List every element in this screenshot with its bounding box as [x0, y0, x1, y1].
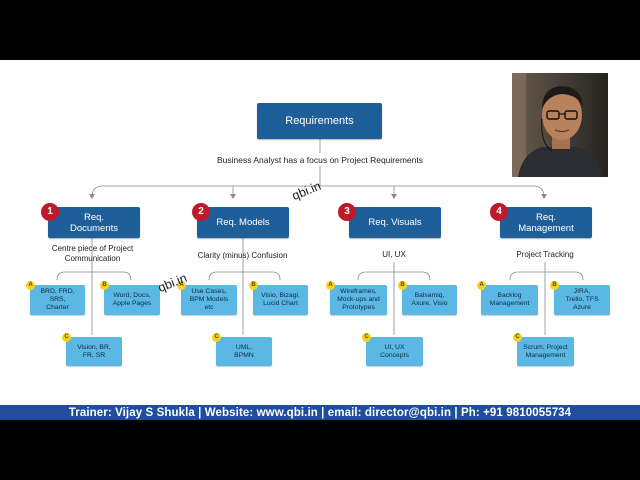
branch-1-item-a: BRD, FRD, SRS, Charter: [30, 285, 85, 315]
branch-3-badge-b: B: [398, 281, 407, 290]
branch-1-item-a-line1: BRD, FRD,: [40, 288, 75, 295]
branch-4-badge-b: B: [550, 281, 559, 290]
branch-2-description: Clarity (minus) Confusion: [197, 251, 288, 260]
branch-4-item-b-line1: JIRA,: [573, 288, 591, 295]
branch-1-badge-c: C: [62, 333, 71, 342]
branch-3-item-b: Balsamiq, Axure, Visio: [402, 285, 457, 315]
branch-3-label: Req. Visuals: [368, 217, 422, 228]
branch-3-item-a-line3: Prototypes: [342, 304, 375, 311]
branch-2-item-b: Visio, Bizagi, Lucid Chart: [253, 285, 308, 315]
requirements-title: Requirements: [285, 114, 354, 127]
branch-1-description-line1: Centre piece of Project: [51, 244, 134, 253]
branch-req-management-box: Req. Management: [500, 207, 592, 238]
branch-4-badge-c: C: [513, 333, 522, 342]
branch-4-badge-a: A: [477, 281, 486, 290]
branch-3-item-a-line1: Wireframes,: [340, 288, 377, 295]
branch-2-badge-b: B: [249, 281, 258, 290]
branch-req-documents-box: Req. Documents: [48, 207, 140, 238]
branch-3-item-c-line2: Concepts: [380, 351, 409, 359]
branch-4-item-a-line1: Backlog: [497, 292, 522, 299]
branch-2-number-badge: 2: [192, 203, 210, 221]
branch-2-item-a: Use Cases, BPM Models etc: [181, 285, 237, 315]
branch-1-description: Centre piece of Project Communication: [30, 244, 155, 264]
branch-2-item-c-line1: UML,: [235, 343, 253, 351]
branch-3-item-b-line2: Axure, Visio: [411, 300, 448, 307]
branch-1-item-c-line1: Vision, BR,: [77, 343, 111, 351]
branch-4-label-line2: Management: [518, 222, 574, 234]
requirements-box: Requirements: [257, 103, 382, 139]
branch-3-item-a: Wireframes, Mock-ups and Prototypes: [330, 285, 387, 315]
branch-2-item-a-line2: BPM Models: [189, 296, 229, 303]
branch-3-number-badge: 3: [338, 203, 356, 221]
branch-1-item-b: Word, Docs, Apple Pages: [104, 285, 160, 315]
presenter-portrait: [512, 73, 608, 177]
branch-4-item-b-line3: Azure: [573, 304, 591, 311]
branch-1-label-line1: Req.: [83, 211, 105, 223]
branch-2-item-b-line2: Lucid Chart: [263, 300, 298, 307]
branch-1-item-a-line3: Charter: [46, 304, 69, 311]
branch-3-item-c-line1: UI, UX: [384, 343, 405, 351]
branch-4-item-a: Backlog Management: [481, 285, 538, 315]
branch-3-item-b-line1: Balsamiq,: [414, 292, 445, 299]
requirements-subtitle: Business Analyst has a focus on Project …: [217, 155, 423, 165]
branch-1-number-badge: 1: [41, 203, 59, 221]
branch-3-description: UI, UX: [382, 250, 406, 259]
branch-4-label-line1: Req.: [535, 211, 557, 223]
branch-req-models-box: Req. Models: [197, 207, 289, 238]
branch-2-item-c-line2: BPMN: [234, 351, 254, 359]
branch-2-label: Req. Models: [216, 217, 270, 228]
branch-2-badge-a: A: [177, 281, 186, 290]
branch-4-number-badge: 4: [490, 203, 508, 221]
branch-4-item-c-line1: Scrum, Project: [523, 343, 568, 351]
branch-2-item-b-line1: Visio, Bizagi,: [261, 292, 300, 299]
branch-1-item-a-line2: SRS,: [49, 296, 66, 303]
branch-2-item-c: UML, BPMN: [216, 337, 272, 366]
branch-4-item-b: JIRA, Trello, TFS Azure: [554, 285, 610, 315]
branch-4-item-c: Scrum, Project Management: [517, 337, 574, 366]
branch-1-item-b-line2: Apple Pages: [112, 300, 152, 307]
branch-4-description: Project Tracking: [516, 250, 574, 259]
branch-1-badge-b: B: [100, 281, 109, 290]
branch-1-label-line2: Documents: [69, 222, 119, 234]
branch-4-item-a-line2: Management: [489, 300, 530, 307]
branch-req-visuals-box: Req. Visuals: [349, 207, 441, 238]
branch-1-badge-a: A: [26, 281, 35, 290]
footer-contact-bar: Trainer: Vijay S Shukla | Website: www.q…: [0, 405, 640, 421]
letterbox-bottom: [0, 420, 640, 480]
branch-3-item-c: UI, UX Concepts: [366, 337, 423, 366]
branch-1-item-c-line2: FR, SR: [82, 351, 106, 359]
branch-1-item-b-line1: Word, Docs,: [113, 292, 151, 299]
branch-3-badge-c: C: [362, 333, 371, 342]
branch-2-item-a-line1: Use Cases,: [191, 288, 227, 295]
branch-2-item-a-line3: etc: [204, 304, 214, 311]
presenter-webcam: [512, 73, 608, 177]
branch-2-badge-c: C: [212, 333, 221, 342]
branch-4-item-b-line2: Trello, TFS: [565, 296, 599, 303]
branch-3-badge-a: A: [326, 281, 335, 290]
branch-4-item-c-line2: Management: [525, 351, 566, 359]
branch-3-item-a-line2: Mock-ups and: [337, 296, 380, 303]
letterbox-top: [0, 0, 640, 60]
branch-1-description-line2: Communication: [64, 254, 121, 263]
branch-1-item-c: Vision, BR, FR, SR: [66, 337, 122, 366]
